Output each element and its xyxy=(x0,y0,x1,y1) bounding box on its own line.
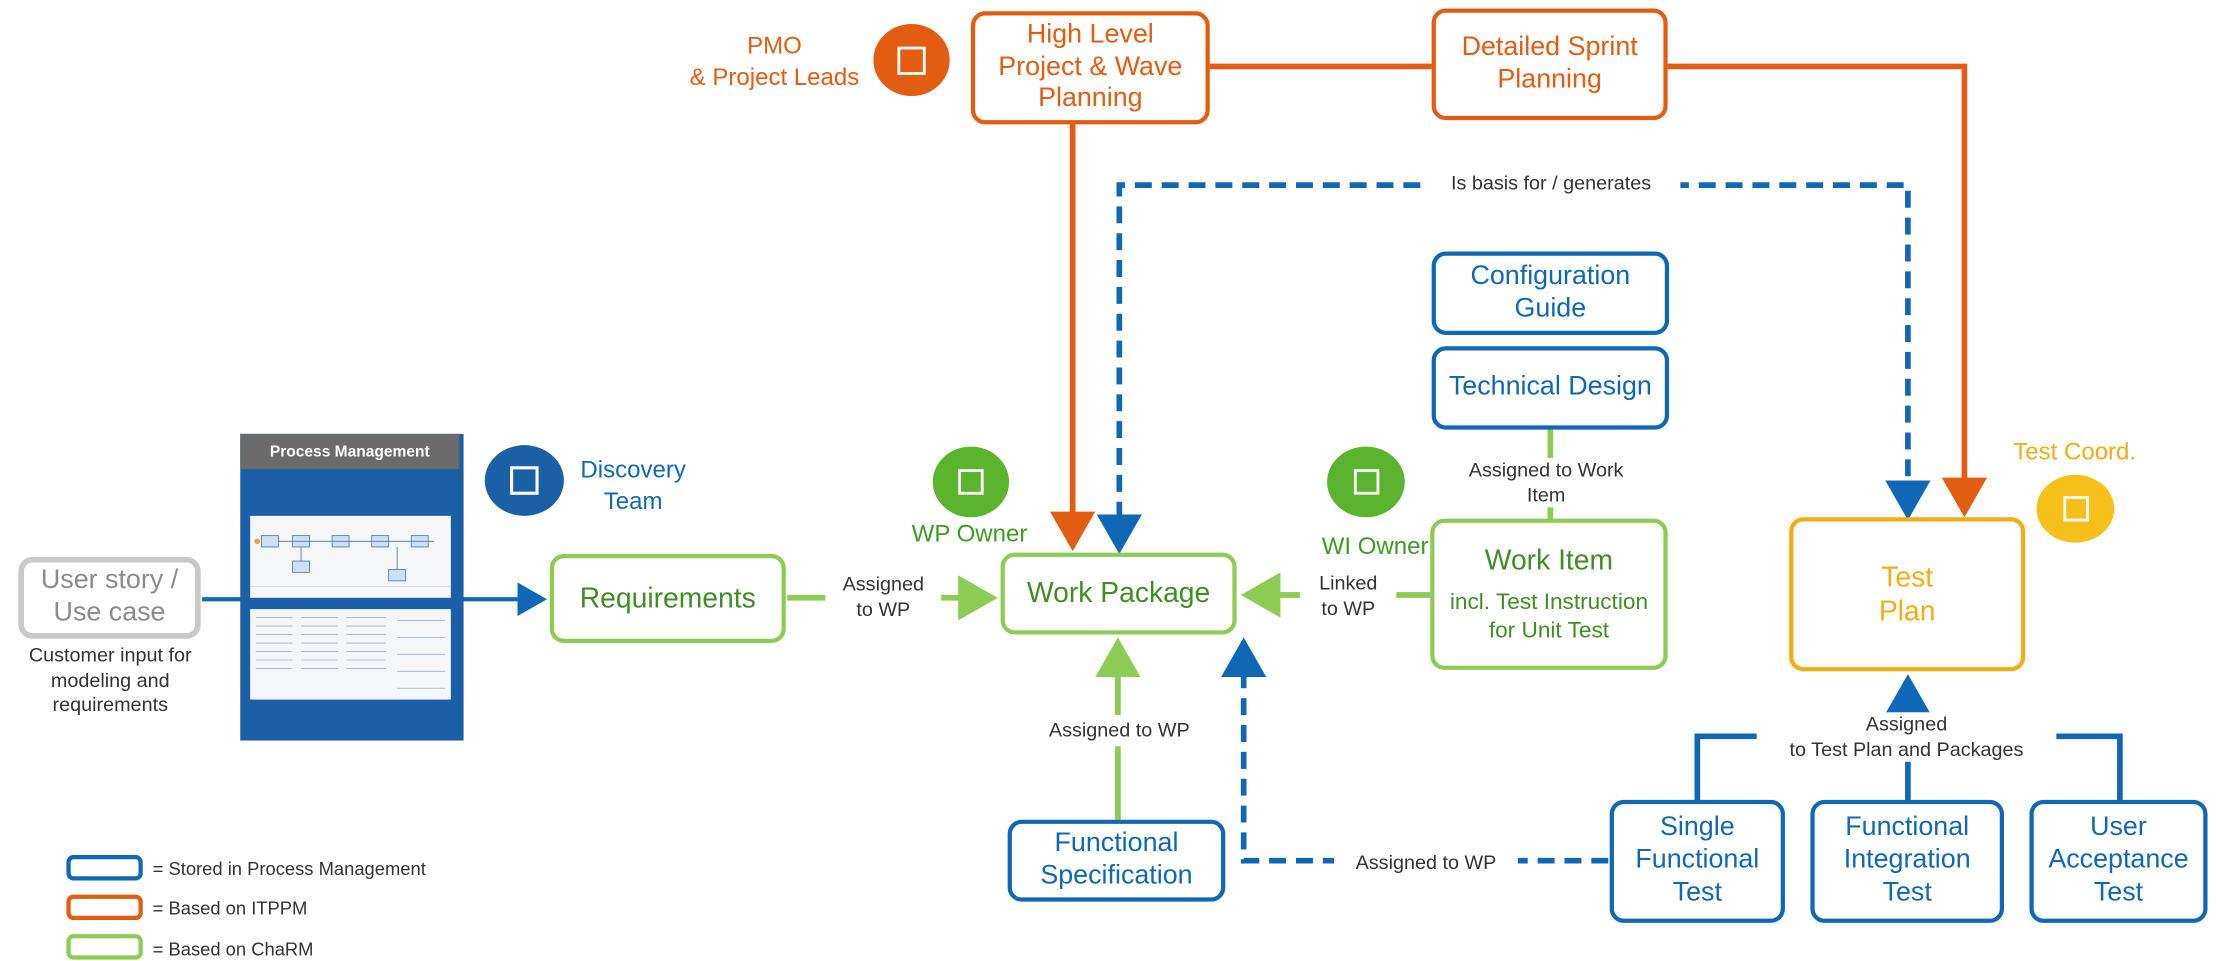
assigned-to-work-item-label: Assigned to Work Item xyxy=(1444,457,1648,508)
legend-item-process-management: = Stored in Process Management xyxy=(152,857,426,880)
user-story-box: User story / Use case xyxy=(18,556,201,639)
screenshot-process-panel xyxy=(250,515,451,598)
person-icon xyxy=(1327,446,1405,518)
process-flow-thumbnail xyxy=(250,535,451,587)
test-plan-box: Test Plan xyxy=(1789,517,2026,672)
wp-owner-label: WP Owner xyxy=(911,520,1028,547)
functional-specification-label: Functional Specification xyxy=(1040,828,1193,891)
test-plan-label: Test Plan xyxy=(1878,561,1936,627)
single-functional-test-box: Single Functional Test xyxy=(1609,799,1785,923)
high-level-planning-box: High Level Project & Wave Planning xyxy=(970,11,1210,125)
is-basis-for-label: Is basis for / generates xyxy=(1421,171,1681,196)
work-item-box: Work Item incl. Test Instruction for Uni… xyxy=(1430,518,1668,670)
configuration-guide-box: Configuration Guide xyxy=(1431,251,1670,335)
assigned-to-wp-label-funcspec: Assigned to WP xyxy=(1034,715,1205,746)
technical-design-label: Technical Design xyxy=(1448,371,1652,402)
configuration-guide-label: Configuration Guide xyxy=(1470,261,1631,323)
user-story-label: User story / Use case xyxy=(40,565,179,628)
discovery-team-label: Discovery Team xyxy=(580,456,686,515)
detailed-sprint-planning-box: Detailed Sprint Planning xyxy=(1431,8,1668,121)
wi-owner-label: WI Owner xyxy=(1321,532,1429,560)
assigned-to-wp-label-requirements: Assigned to WP xyxy=(825,572,942,622)
legend-swatch-blue xyxy=(66,855,143,881)
high-level-planning-label: High Level Project & Wave Planning xyxy=(998,19,1183,114)
link-sprint-testplan xyxy=(1667,63,1988,518)
legend-item-itppm: = Based on ITPPM xyxy=(152,897,308,919)
pmo-role-label: PMO & Project Leads xyxy=(689,32,860,91)
work-package-box: Work Package xyxy=(1000,552,1237,635)
test-coord-label: Test Coord. xyxy=(2013,438,2137,465)
technical-design-box: Technical Design xyxy=(1431,346,1670,430)
square-icon xyxy=(484,445,564,516)
user-acceptance-test-box: User Acceptance Test xyxy=(2029,799,2208,923)
person-icon xyxy=(932,446,1010,518)
assigned-to-wp-label-tests: Assigned to WP xyxy=(1334,850,1518,876)
person-icon xyxy=(2036,474,2115,543)
people-icon xyxy=(873,24,950,97)
work-package-label: Work Package xyxy=(1026,578,1211,610)
linked-to-wp-label: Linked to WP xyxy=(1300,570,1397,621)
functional-specification-box: Functional Specification xyxy=(1007,819,1226,902)
single-functional-test-label: Single Functional Test xyxy=(1635,813,1760,908)
customer-input-label: Customer input for modeling and requirem… xyxy=(28,643,192,716)
functional-integration-test-label: Functional Integration Test xyxy=(1843,813,1971,908)
legend-item-charm: = Based on ChaRM xyxy=(152,938,314,960)
work-item-sublabel: incl. Test Instruction for Unit Test xyxy=(1449,591,1649,643)
process-management-screenshot: Process Management xyxy=(240,433,464,741)
assigned-to-test-plan-label: Assigned to Test Plan and Packages xyxy=(1756,712,2057,762)
requirements-box: Requirements xyxy=(549,554,786,644)
screenshot-title: Process Management xyxy=(240,433,460,470)
legend-swatch-green xyxy=(66,934,143,960)
link-sft-wp-dashed xyxy=(1240,638,1609,864)
functional-integration-test-box: Functional Integration Test xyxy=(1810,799,2005,923)
screenshot-table-panel xyxy=(250,609,451,700)
legend-swatch-orange xyxy=(66,894,143,921)
user-acceptance-test-label: User Acceptance Test xyxy=(2048,813,2189,908)
table-thumbnail xyxy=(255,617,446,689)
detailed-sprint-planning-label: Detailed Sprint Planning xyxy=(1461,32,1638,94)
requirements-label: Requirements xyxy=(579,582,756,615)
work-item-label: Work Item xyxy=(1484,545,1614,578)
